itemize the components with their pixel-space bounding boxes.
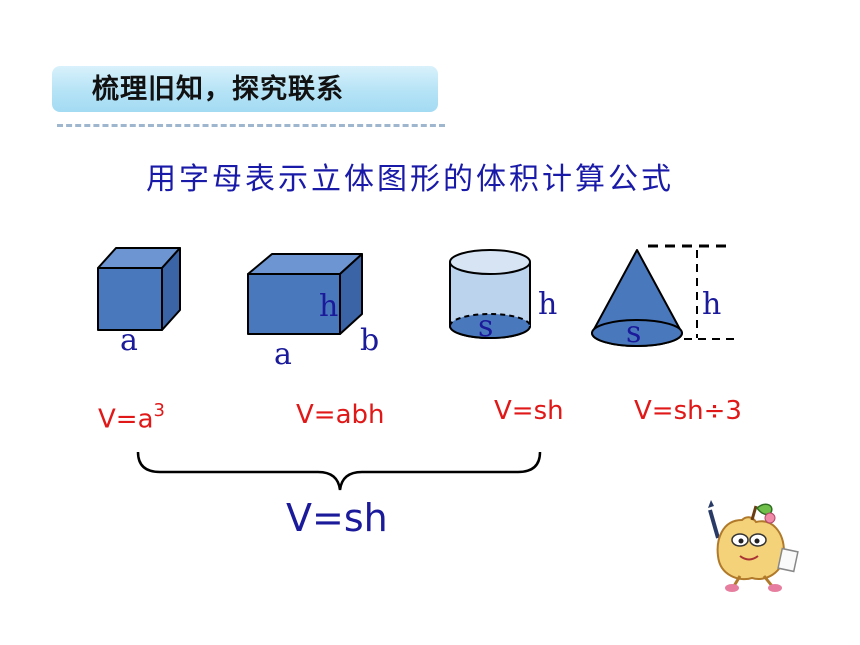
cube-volume-formula: V=a3 (98, 398, 165, 435)
apple-character-with-pen-icon (708, 500, 799, 592)
cone-shape (591, 244, 734, 347)
cone-height-label: h (702, 287, 722, 322)
cylinder-base-label: s (478, 309, 494, 344)
cuboid-shape (247, 253, 363, 335)
cube-formula-exponent: 3 (153, 400, 165, 421)
cylinder-shape (449, 249, 531, 339)
cube-formula-base: V=a (98, 404, 154, 435)
cuboid-width-label: b (360, 323, 380, 358)
section-header-banner (52, 66, 438, 112)
cube-edge-label: a (120, 323, 138, 358)
cube-shape (97, 247, 181, 331)
cuboid-height-label: h (319, 289, 339, 324)
cone-volume-formula: V=sh÷3 (634, 396, 742, 426)
page-subtitle: 用字母表示立体图形的体积计算公式 (146, 162, 674, 197)
general-volume-formula: V=sh (286, 496, 388, 540)
cylinder-volume-formula: V=sh (494, 396, 564, 426)
section-header-title: 梳理旧知，探究联系 (92, 74, 344, 105)
header-dashed-divider (57, 124, 445, 127)
cylinder-height-label: h (538, 287, 558, 322)
cuboid-volume-formula: V=abh (296, 400, 385, 430)
grouping-brace (136, 451, 542, 491)
cone-base-label: s (626, 315, 642, 350)
cuboid-length-label: a (274, 337, 292, 372)
